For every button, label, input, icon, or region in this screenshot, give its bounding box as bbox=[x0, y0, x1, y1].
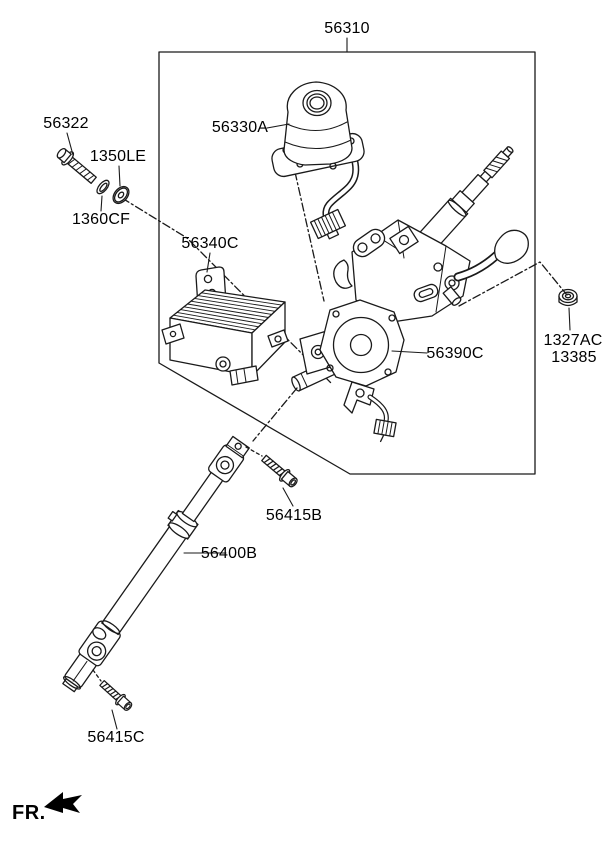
nut-1327AC bbox=[558, 288, 578, 307]
part-label-56322: 56322 bbox=[43, 115, 89, 132]
washer-1360CF bbox=[96, 179, 110, 195]
column-assembly-56390C bbox=[291, 146, 529, 443]
part-label-1350LE: 1350LE bbox=[89, 148, 147, 165]
part-label-56330A: 56330A bbox=[211, 119, 269, 136]
bolt-56322 bbox=[56, 148, 97, 184]
reference-line-stub-to-joint bbox=[252, 387, 298, 442]
reference-line-joint-to-bolt-b bbox=[245, 446, 263, 457]
bolt-56415B bbox=[258, 451, 301, 491]
washer-1350LE bbox=[112, 185, 130, 205]
control-module-56340C bbox=[161, 266, 289, 386]
part-label-56390C: 56390C bbox=[426, 345, 484, 362]
part-label-56340C: 56340C bbox=[181, 235, 239, 252]
reference-line-lever-to-nut bbox=[458, 261, 568, 307]
part-label-56415C: 56415C bbox=[87, 729, 145, 746]
part-label-1360CF: 1360CF bbox=[71, 211, 131, 228]
part-label-56400B: 56400B bbox=[200, 545, 258, 562]
part-label-56310: 56310 bbox=[324, 20, 370, 37]
part-label-13385: 13385 bbox=[551, 349, 597, 366]
part-label-1327AC: 1327AC bbox=[543, 332, 603, 349]
bolt-56415C bbox=[97, 677, 135, 714]
part-label-56415B: 56415B bbox=[265, 507, 323, 524]
reference-line-joint-to-bolt-c bbox=[92, 669, 102, 682]
front-direction-arrow-icon bbox=[44, 792, 82, 813]
leader-lines bbox=[66, 37, 571, 730]
reference-line-motor-to-housing bbox=[294, 171, 325, 302]
assembly-boundary bbox=[158, 51, 536, 475]
fr-direction-label: FR. bbox=[12, 802, 46, 824]
intermediate-shaft-56400B bbox=[62, 435, 250, 693]
motor-56330A bbox=[271, 81, 365, 240]
